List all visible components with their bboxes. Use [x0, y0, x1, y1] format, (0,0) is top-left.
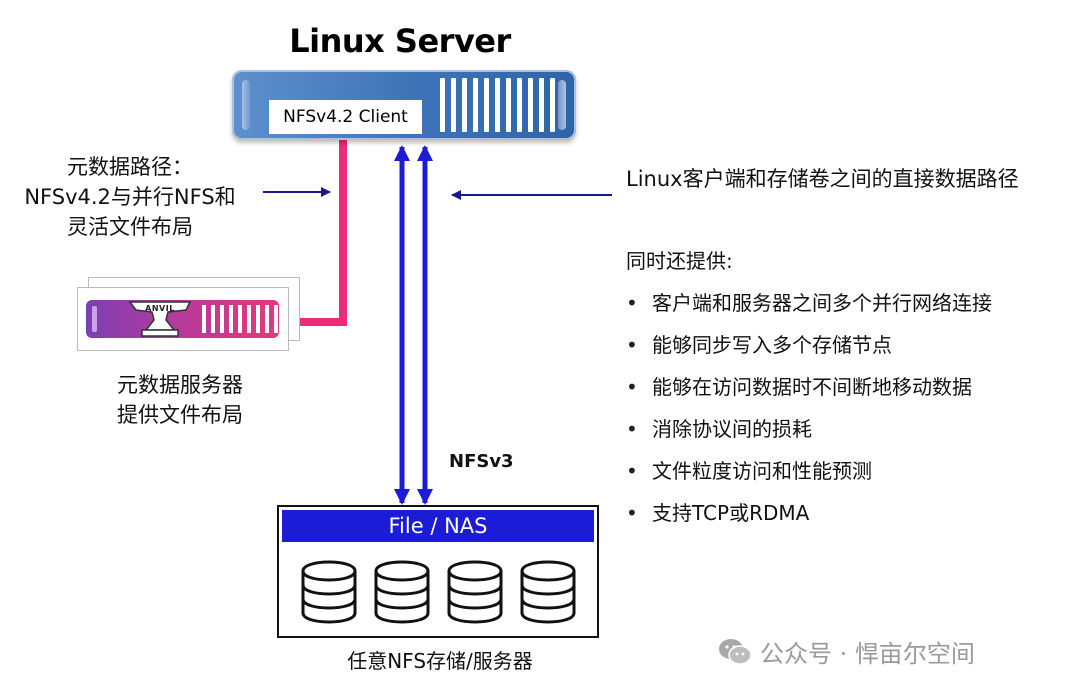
direct-path-annotation: Linux客户端和存储卷之间的直接数据路径 [626, 167, 1019, 191]
metadata-path-line-1: 元数据路径： [67, 155, 193, 179]
metadata-server-caption-line-1: 元数据服务器 [117, 373, 243, 397]
server-left-vent [242, 80, 250, 130]
metadata-path-line-3: 灵活文件布局 [67, 215, 193, 239]
nfsv3-label: NFSv3 [449, 451, 514, 472]
feature-item: •能够在访问数据时不间断地移动数据 [626, 375, 972, 399]
nas-header: File / NAS [282, 510, 594, 542]
feature-item: •支持TCP或RDMA [626, 501, 810, 525]
anvil-label: ANVIL [145, 304, 175, 313]
metadata-path-line [287, 140, 347, 326]
feature-item: •能够同步写入多个存储节点 [626, 333, 892, 357]
server-right-vent [558, 80, 566, 130]
wechat-icon [719, 638, 752, 665]
nas-caption: 任意NFS存储/服务器 [347, 649, 533, 673]
metadata-server-grill-icon [202, 305, 278, 333]
server-title: Linux Server [289, 22, 511, 60]
storage-disks [301, 560, 576, 624]
features-list: 同时还提供: •客户端和服务器之间多个并行网络连接 •能够同步写入多个存储节点 … [626, 240, 992, 534]
nfs-client-label: NFSv4.2 Client [269, 100, 422, 134]
watermark-text: 公众号 · 悍亩尔空间 [760, 640, 975, 668]
metadata-server-vent [92, 306, 97, 332]
database-icon [301, 560, 357, 624]
features-heading: 同时还提供: [626, 249, 733, 273]
metadata-server-caption-line-2: 提供文件布局 [117, 403, 243, 427]
server-grill-icon [440, 78, 565, 132]
watermark: 公众号 · 悍亩尔空间 [718, 634, 975, 669]
anvil-icon [128, 301, 192, 337]
data-path-arrows [394, 145, 433, 505]
linux-server-box: NFSv4.2 Client [232, 70, 576, 140]
metadata-server-device: ANVIL [86, 300, 279, 338]
nas-storage-box: File / NAS [277, 505, 599, 638]
database-icon [447, 560, 503, 624]
metadata-server-caption: 元数据服务器 提供文件布局 [60, 370, 300, 430]
feature-item: •消除协议间的损耗 [626, 417, 812, 441]
database-icon [520, 560, 576, 624]
feature-item: •文件粒度访问和性能预测 [626, 459, 872, 483]
feature-item: •客户端和服务器之间多个并行网络连接 [626, 291, 992, 315]
database-icon [374, 560, 430, 624]
metadata-path-line-2: NFSv4.2与并行NFS和 [24, 185, 236, 209]
metadata-path-annotation: 元数据路径： NFSv4.2与并行NFS和 灵活文件布局 [0, 152, 260, 242]
metadata-server-box: ANVIL [77, 287, 289, 351]
